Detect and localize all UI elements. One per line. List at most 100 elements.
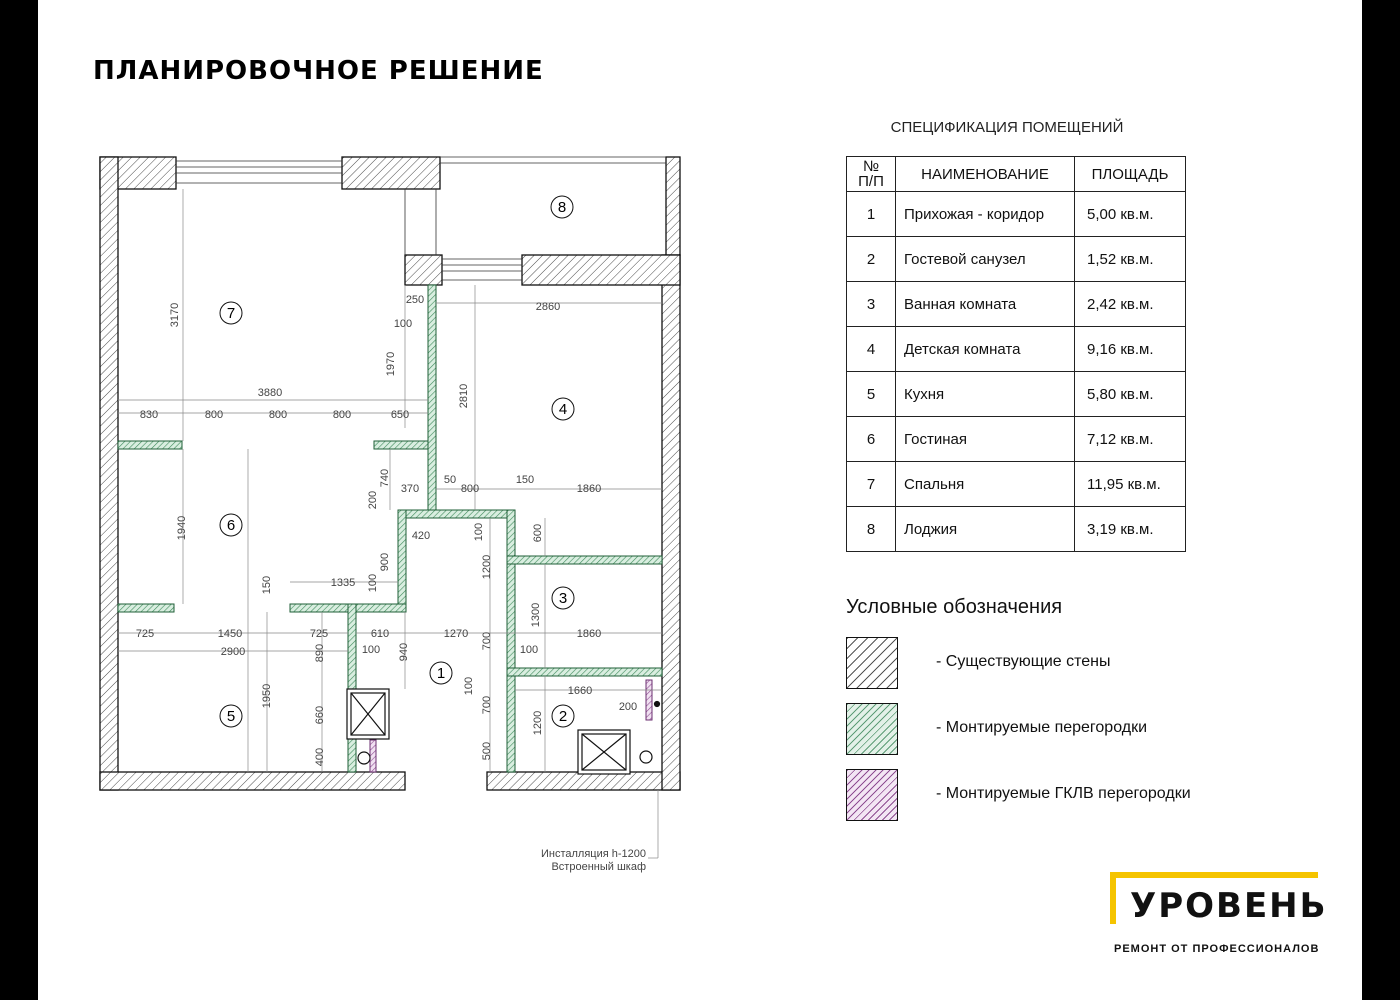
dimension-lines	[118, 189, 662, 859]
fixtures	[346, 688, 661, 775]
wall-right	[661, 254, 681, 791]
dim-label: 500	[481, 742, 493, 760]
dim-label: 2810	[458, 384, 470, 408]
dim-label: 740	[379, 469, 391, 487]
windows	[176, 156, 666, 281]
dim-label: 1950	[261, 684, 273, 708]
dim-label: 100	[520, 644, 538, 656]
room-label: 2	[551, 704, 575, 728]
dim-label: 370	[401, 483, 419, 495]
wardrobe-note: Встроенный шкаф	[551, 861, 646, 873]
spec-header-area: ПЛОЩАДЬ	[1074, 156, 1186, 192]
svg-text:2: 2	[559, 708, 567, 725]
dim-label: 800	[461, 483, 479, 495]
dim-label: 50	[444, 474, 456, 486]
brand-accent-mark	[1110, 872, 1128, 924]
dim-label: 420	[412, 530, 430, 542]
dim-label: 650	[391, 409, 409, 421]
wc-installation-point	[653, 700, 661, 708]
page-edge-left	[0, 0, 38, 1000]
dim-label: 250	[406, 294, 424, 306]
dim-label: 700	[481, 632, 493, 650]
dim-label: 100	[473, 523, 485, 541]
gklv-hall-cabinet	[369, 739, 377, 773]
partition-7-6-right	[373, 440, 433, 450]
legend-swatch-partition	[846, 703, 898, 755]
legend-swatch-gklv	[846, 769, 898, 821]
dim-label: 200	[367, 491, 379, 509]
dim-label: 890	[314, 644, 326, 662]
svg-text:4: 4	[559, 401, 567, 418]
dim-label: 150	[261, 576, 273, 594]
partition-4-3	[506, 555, 663, 565]
dim-label: 830	[140, 409, 158, 421]
partition-7-4	[427, 284, 437, 511]
room-label: 3	[551, 586, 575, 610]
dim-label: 600	[532, 524, 544, 542]
partition-hall-left	[347, 603, 357, 773]
legend-item-existing-walls: - Существующие стены	[846, 637, 1266, 689]
legend-label: - Монтируемые перегородки	[936, 719, 1148, 736]
dim-label: 1300	[530, 603, 542, 627]
room-label: 1	[429, 661, 453, 685]
dim-label: 610	[371, 628, 389, 640]
dim-label: 1660	[568, 685, 592, 697]
dim-label: 100	[362, 644, 380, 656]
wall-left	[99, 156, 119, 791]
svg-text:6: 6	[227, 517, 235, 534]
legend-label: - Монтируемые ГКЛВ перегородки	[936, 785, 1191, 802]
existing-walls	[99, 156, 681, 791]
dim-label: 400	[314, 748, 326, 766]
wall-loggia-right	[665, 156, 681, 256]
dim-label: 1270	[444, 628, 468, 640]
dim-label: 800	[269, 409, 287, 421]
spec-title: СПЕЦИФИКАЦИЯ ПОМЕЩЕНИЙ	[890, 119, 1124, 136]
brand-accent-bar	[1110, 872, 1318, 878]
room-label: 7	[219, 301, 243, 325]
dim-label: 800	[205, 409, 223, 421]
svg-text:5: 5	[227, 708, 235, 725]
dim-label: 1200	[481, 555, 493, 579]
wall-mid-left-pier	[404, 254, 443, 286]
page-title: ПЛАНИРОВОЧНОЕ РЕШЕНИЕ	[93, 56, 544, 86]
dim-label: 1970	[385, 352, 397, 376]
dim-label: 2900	[221, 646, 245, 658]
dim-label: 1860	[577, 483, 601, 495]
room-label: 8	[550, 195, 574, 219]
wc-riser	[639, 750, 653, 764]
dim-label: 1335	[331, 577, 355, 589]
room-label: 4	[551, 397, 575, 421]
dim-label: 900	[379, 553, 391, 571]
room-label: 5	[219, 704, 243, 728]
dim-label: 1860	[577, 628, 601, 640]
dim-label: 3880	[258, 387, 282, 399]
partition-hall-jog	[397, 509, 407, 611]
dim-label: 1450	[218, 628, 242, 640]
hall-riser	[357, 751, 371, 765]
dim-label: 700	[481, 696, 493, 714]
legend-title: Условные обозначения	[846, 596, 1063, 618]
brand-tagline: РЕМОНТ ОТ ПРОФЕССИОНАЛОВ	[1114, 943, 1320, 955]
svg-text:1: 1	[437, 665, 445, 682]
installation-note: Инсталляция h-1200	[541, 848, 646, 860]
dim-label: 725	[310, 628, 328, 640]
dimension-texts: 3170 250 100 1970 2860 2810 3880 830 800…	[136, 294, 637, 766]
dim-label: 1940	[176, 516, 188, 540]
partition-7-6-left	[117, 440, 183, 450]
dim-label: 100	[367, 574, 379, 592]
wall-bottom-right	[486, 771, 681, 791]
dim-label: 150	[516, 474, 534, 486]
dim-label: 3170	[169, 303, 181, 327]
gklv-wc-installation	[645, 679, 653, 721]
wall-bottom-left	[99, 771, 406, 791]
svg-text:8: 8	[558, 199, 566, 216]
spec-header-name: НАИМЕНОВАНИЕ	[895, 156, 1075, 192]
